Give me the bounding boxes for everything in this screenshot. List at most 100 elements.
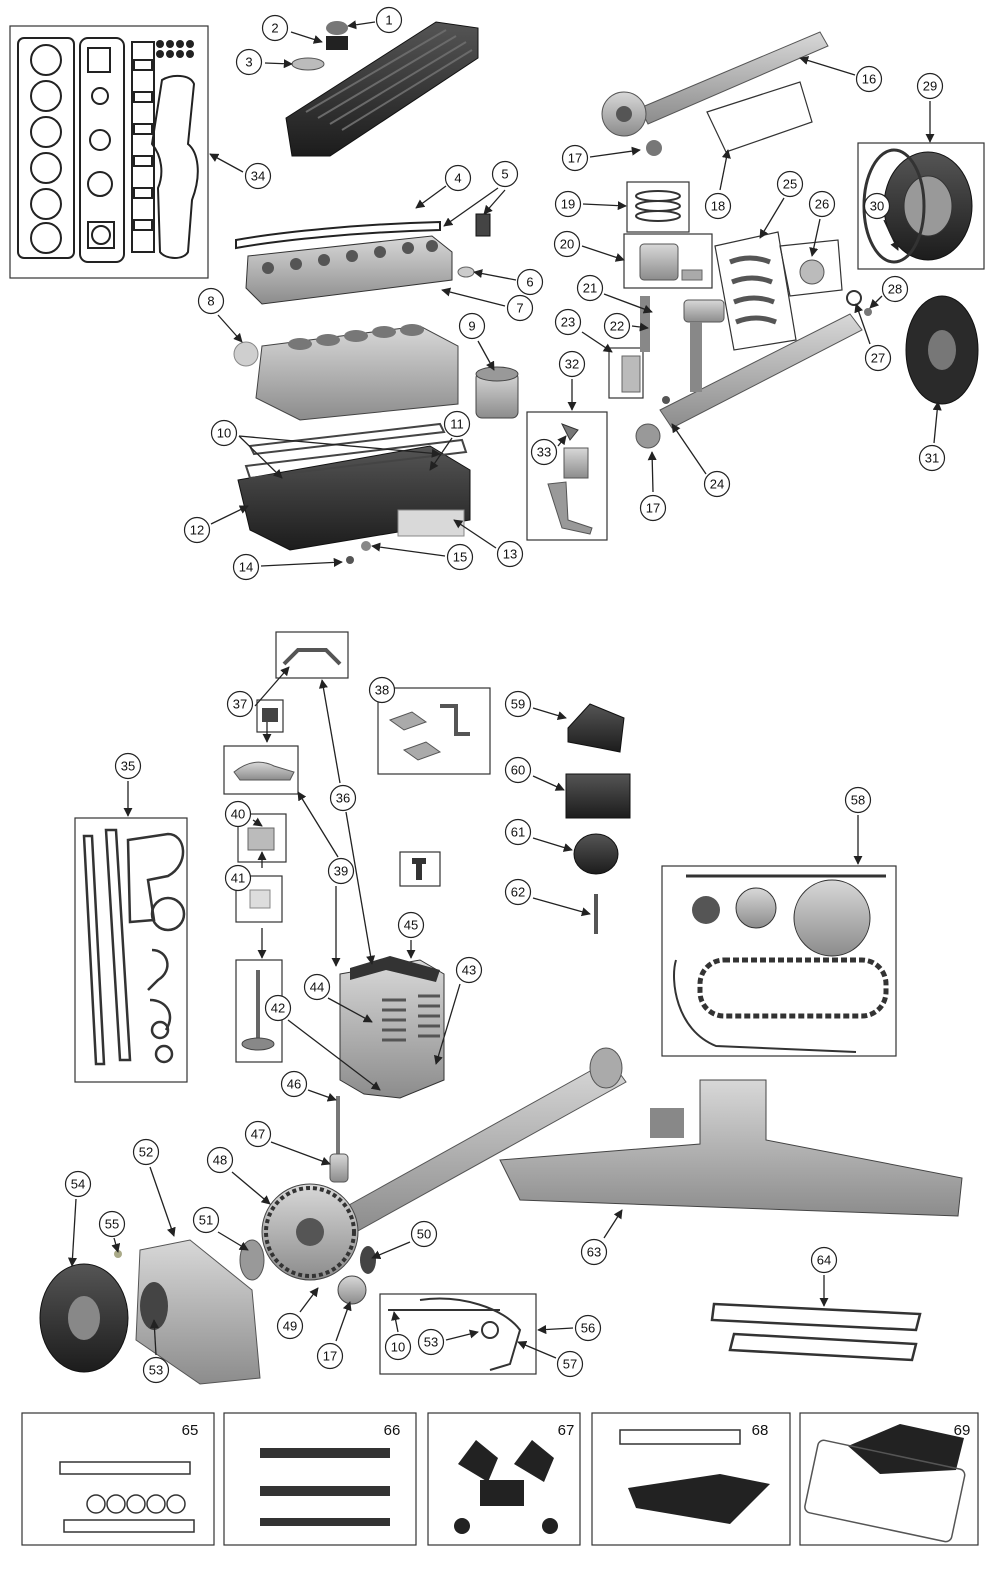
callout-17: 17 bbox=[561, 144, 589, 172]
callout-circle bbox=[918, 444, 946, 472]
kit-65-gaskets bbox=[59, 1461, 195, 1533]
callout-number: 32 bbox=[565, 357, 579, 372]
callout-circle bbox=[603, 312, 631, 340]
engine-block-part bbox=[255, 324, 459, 421]
leader-line bbox=[883, 219, 899, 251]
callout-number: 57 bbox=[563, 1357, 577, 1372]
callout-27: 27 bbox=[864, 344, 892, 372]
callout-number: 8 bbox=[207, 294, 214, 309]
callout-number: 63 bbox=[587, 1245, 601, 1260]
callout-31: 31 bbox=[918, 444, 946, 472]
valve-train-assembly bbox=[339, 956, 445, 1099]
leader-line bbox=[582, 201, 627, 211]
rings-box-19 bbox=[626, 181, 690, 233]
leader-line bbox=[433, 983, 461, 1065]
leader-line bbox=[67, 1198, 78, 1267]
callout-number: 2 bbox=[271, 21, 278, 36]
callout-number: 58 bbox=[851, 793, 865, 808]
timing-sprocket-48 bbox=[261, 1183, 367, 1305]
callout-circle bbox=[504, 818, 532, 846]
leader-line bbox=[532, 707, 567, 720]
gasket-set-box-34 bbox=[9, 25, 209, 279]
leader-line bbox=[297, 791, 339, 858]
leader-line bbox=[371, 542, 446, 557]
leader-line bbox=[532, 775, 565, 791]
leader-line bbox=[517, 1340, 557, 1359]
leader-line bbox=[210, 505, 249, 525]
valve-cover-gasket-4 bbox=[235, 220, 441, 250]
leader-line bbox=[537, 1324, 574, 1335]
leader-line bbox=[473, 269, 517, 281]
callout-number: 56 bbox=[581, 1321, 595, 1336]
leader-line bbox=[441, 287, 506, 307]
callout-51: 51 bbox=[192, 1206, 220, 1234]
callout-number: 61 bbox=[511, 825, 525, 840]
leader-line bbox=[453, 519, 497, 549]
callout-number: 53 bbox=[424, 1335, 438, 1350]
flexplate-31 bbox=[905, 295, 979, 405]
callout-50: 50 bbox=[410, 1220, 438, 1248]
callout-30: 30 bbox=[863, 192, 891, 220]
callout-16: 16 bbox=[855, 65, 883, 93]
callout-number: 48 bbox=[213, 1153, 227, 1168]
callout-number: 29 bbox=[923, 79, 937, 94]
leader-line bbox=[581, 245, 625, 262]
callout-circle bbox=[375, 6, 403, 34]
kit-box-69 bbox=[799, 1412, 979, 1546]
callout-6: 6 bbox=[516, 268, 544, 296]
callout-circle bbox=[327, 857, 355, 885]
callout-circle bbox=[580, 1238, 608, 1266]
callout-circle bbox=[808, 190, 836, 218]
callout-24: 24 bbox=[703, 470, 731, 498]
leader-line bbox=[391, 1311, 401, 1333]
callout-circle bbox=[530, 438, 558, 466]
callout-circle bbox=[504, 690, 532, 718]
callout-number: 27 bbox=[871, 351, 885, 366]
callout-45: 45 bbox=[397, 911, 425, 939]
callout-number: 45 bbox=[404, 918, 418, 933]
leader-line bbox=[483, 189, 506, 215]
callout-circle bbox=[410, 1220, 438, 1248]
callout-circle bbox=[863, 192, 891, 220]
callout-number: 18 bbox=[711, 199, 725, 214]
callout-circle bbox=[554, 190, 582, 218]
timing-cover-52 bbox=[135, 1239, 261, 1385]
callout-4: 4 bbox=[444, 164, 472, 192]
callout-63: 63 bbox=[580, 1238, 608, 1266]
callout-59: 59 bbox=[504, 690, 532, 718]
leader-line bbox=[149, 1166, 176, 1237]
seal-41 bbox=[249, 889, 271, 909]
callout-circle bbox=[276, 1312, 304, 1340]
oil-pan-part bbox=[237, 422, 471, 564]
callout-number: 23 bbox=[561, 315, 575, 330]
callout-circle bbox=[261, 14, 289, 42]
callout-22: 22 bbox=[603, 312, 631, 340]
retainer-40 bbox=[247, 827, 275, 851]
bolt-62 bbox=[594, 894, 598, 934]
callout-10: 10 bbox=[210, 419, 238, 447]
callout-circle bbox=[506, 294, 534, 322]
callout-circle bbox=[576, 274, 604, 302]
callout-11: 11 bbox=[443, 410, 471, 438]
callout-circle bbox=[916, 72, 944, 100]
bearings-box-25 bbox=[714, 231, 797, 351]
leader-line bbox=[557, 435, 567, 447]
damper-box-29 bbox=[857, 142, 985, 270]
thrust-bearing-26 bbox=[799, 259, 825, 285]
callout-number: 16 bbox=[862, 72, 876, 87]
leader-line bbox=[238, 435, 441, 458]
leader-line bbox=[532, 897, 591, 917]
callout-circle bbox=[855, 65, 883, 93]
callout-number: 42 bbox=[271, 1001, 285, 1016]
callout-18: 18 bbox=[704, 192, 732, 220]
callout-circle bbox=[558, 350, 586, 378]
oil-pump-part bbox=[547, 423, 593, 535]
callout-circle bbox=[232, 553, 260, 581]
panel-boxes bbox=[9, 25, 985, 1546]
bolt-box-45 bbox=[399, 851, 441, 887]
callout-33: 33 bbox=[530, 438, 558, 466]
callout-circle bbox=[316, 1342, 344, 1370]
callout-17: 17 bbox=[316, 1342, 344, 1370]
callout-54: 54 bbox=[64, 1170, 92, 1198]
callout-number: 53 bbox=[149, 1363, 163, 1378]
